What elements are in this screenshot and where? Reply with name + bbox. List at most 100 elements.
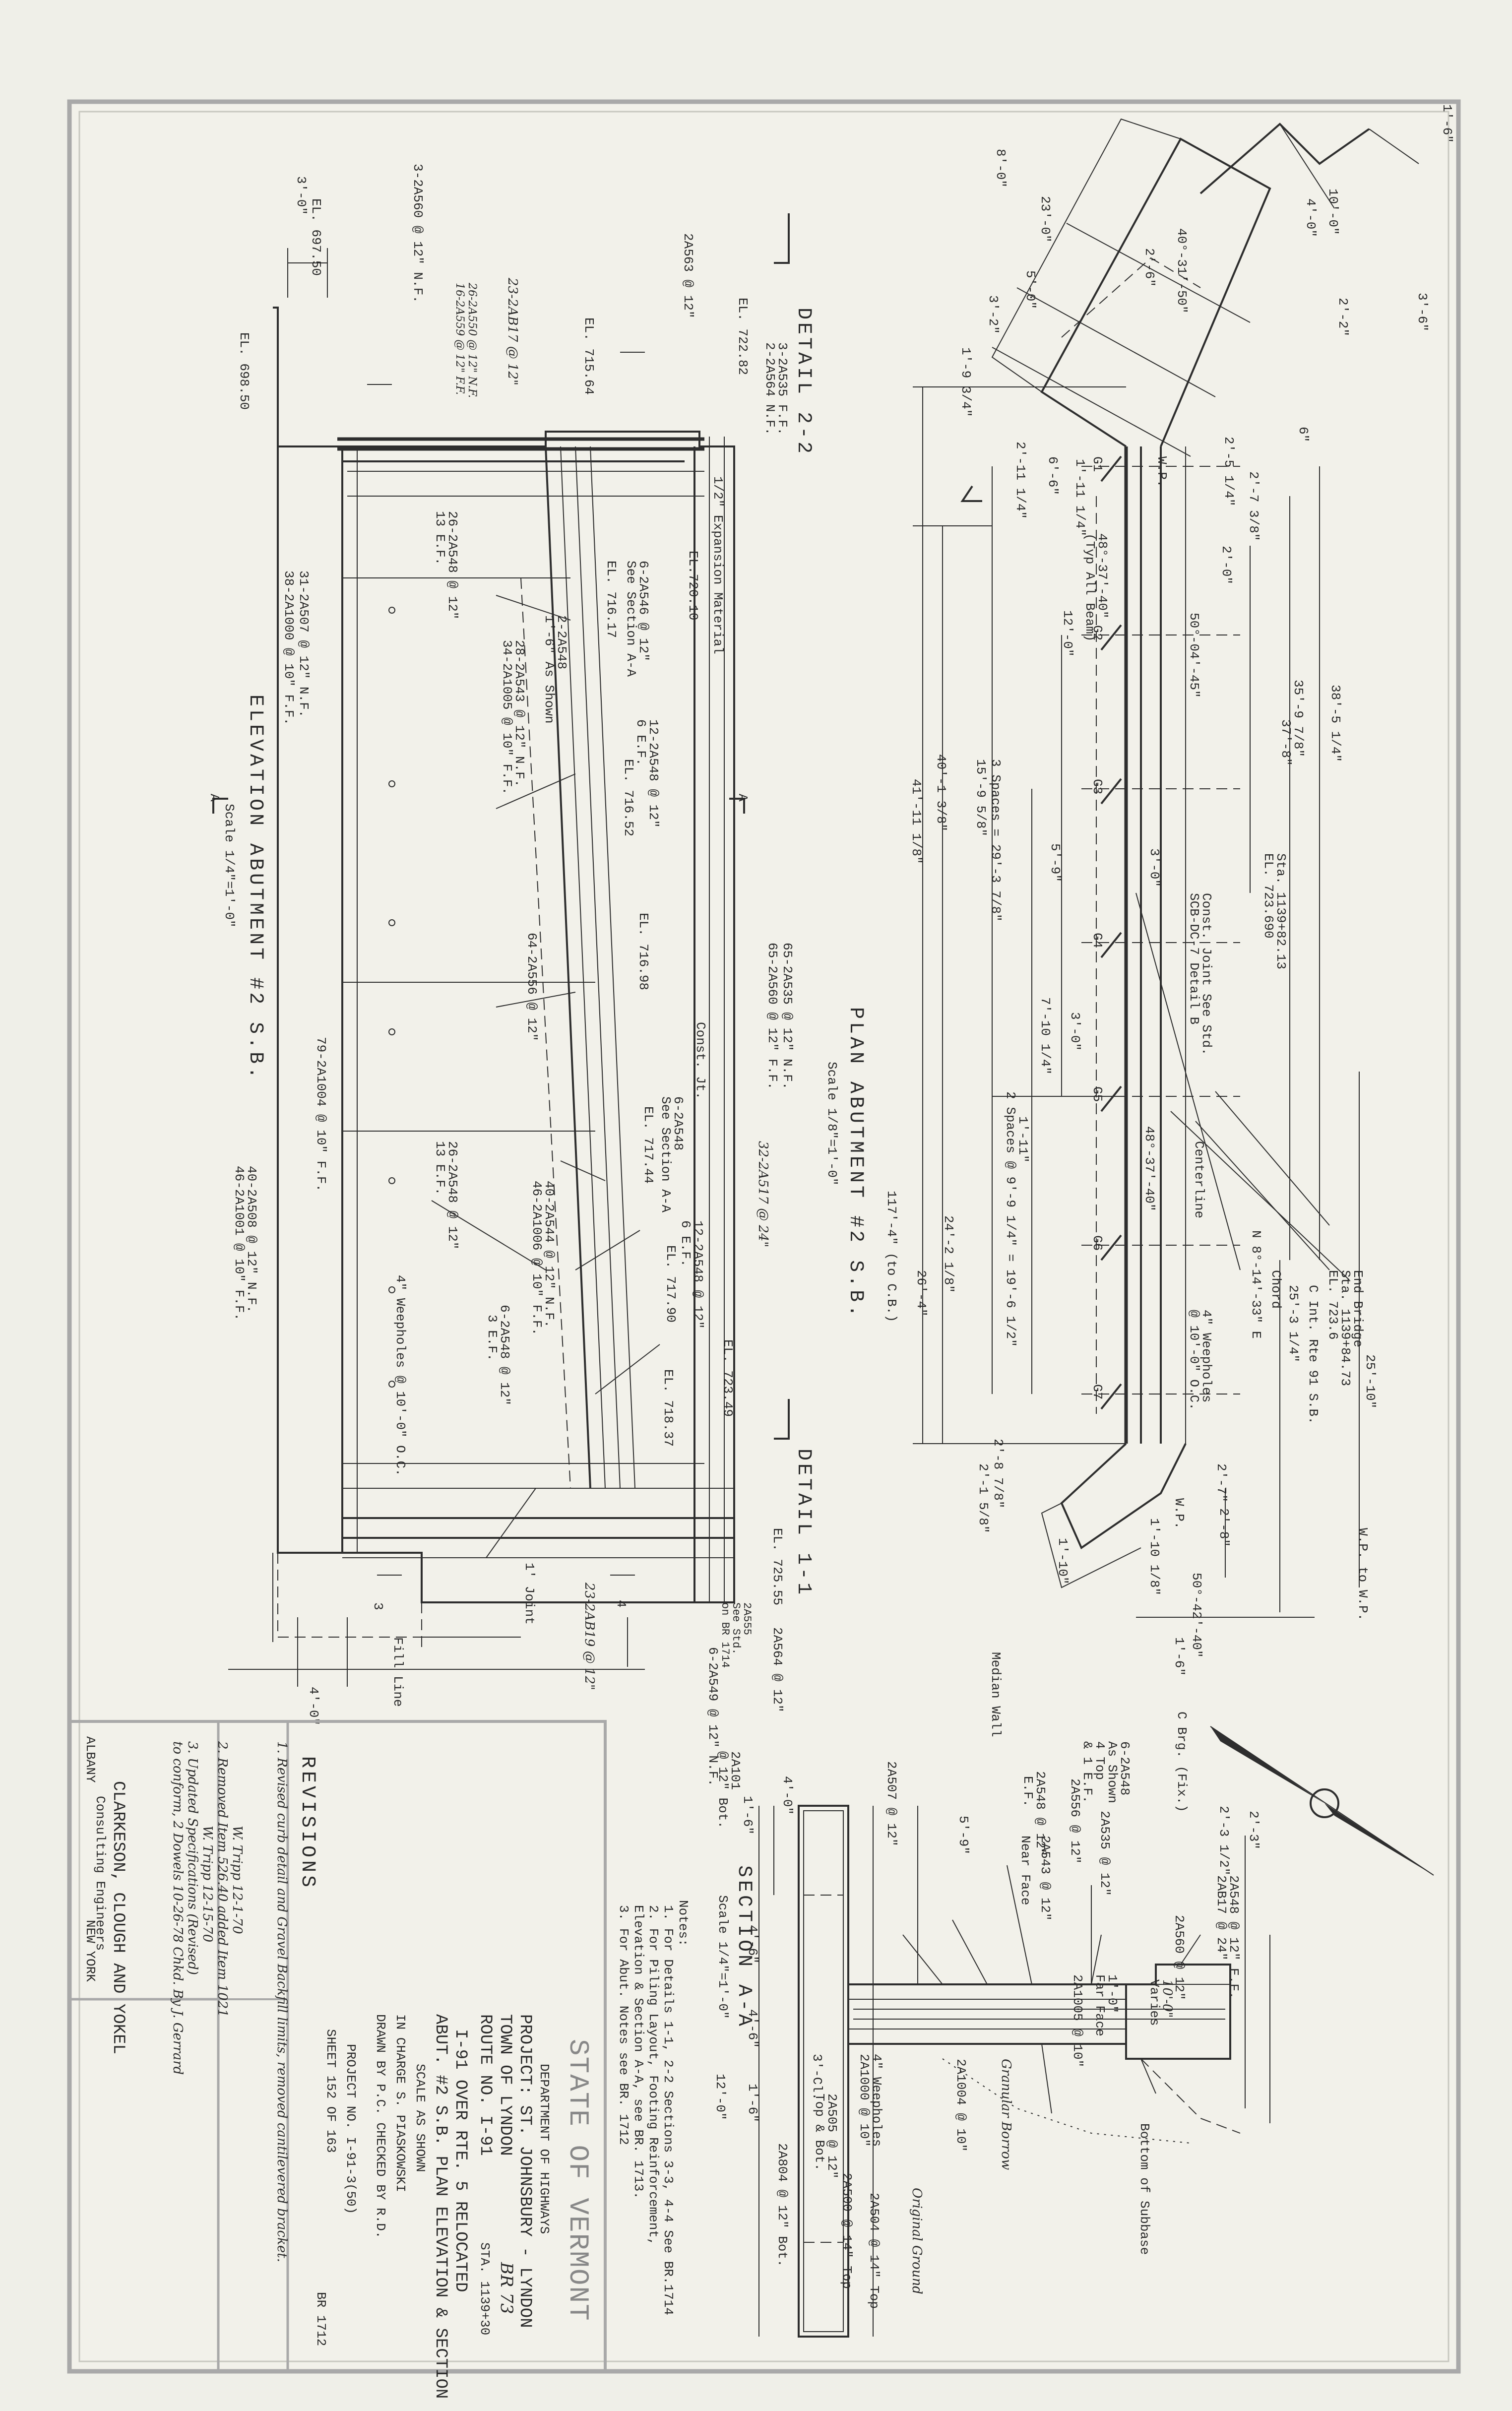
note-item: 1. For Details 1-1, 2-2 Sections 3-3, 4-… xyxy=(661,1905,676,2315)
dim: 4" Weepholes xyxy=(869,2054,884,2147)
dim: 2A1004 @ 10" xyxy=(953,2059,968,2152)
dim: 6-2A548 xyxy=(1117,1741,1132,1795)
dim: 2'-2" xyxy=(1335,298,1350,336)
dim: 2A504 @ 14" Top xyxy=(867,2193,882,2309)
label: 3 xyxy=(371,1602,385,1610)
dim: Median Wall xyxy=(988,1652,1003,1737)
label: 2A563 @ 12" xyxy=(681,233,695,318)
dim: 2A1000 @ 10" xyxy=(857,2054,872,2147)
consultant-city-right: NEW YORK xyxy=(83,1920,98,1982)
label: EL. 697.50 xyxy=(309,198,323,276)
consultant-subtitle: Consulting Engineers xyxy=(93,1796,108,1951)
dim: 1'-0" xyxy=(1105,1974,1120,2013)
plan-scale: Scale 1/8"=1'-0" xyxy=(824,1062,839,1186)
dim: 2 Spaces @ 9'-9 1/4" = 19'-6 1/2" xyxy=(1003,1091,1018,1347)
dim: 3'-Cl. xyxy=(810,2054,824,2100)
dim: 117'-4" (to C.B.) xyxy=(884,1191,899,1322)
label: EL. 698.50 xyxy=(237,332,252,410)
note-item: 2. For Piling Layout, Footing Reinforcem… xyxy=(646,1905,661,2246)
label: See Section A-A xyxy=(658,1096,673,1212)
label: 2A564 @ 12" xyxy=(770,1627,785,1713)
dim: Original Ground xyxy=(909,2188,924,2294)
label: 65-2A560 @ 12" F.F. xyxy=(765,943,780,1089)
dim: 2A101 xyxy=(728,1751,743,1790)
dim: 5'-9" xyxy=(956,1816,971,1854)
dim: 2A560 @ 12" xyxy=(1172,1915,1187,2000)
dim: Bottom of Subbase xyxy=(1137,2123,1152,2255)
consultant-city-left: ALBANY xyxy=(83,1736,98,1783)
dim: 5'-9" xyxy=(1048,843,1063,882)
label: EL.720.10 xyxy=(686,551,700,620)
dim: 8'-0" xyxy=(993,149,1008,188)
route-number: ROUTE NO. I-91 xyxy=(476,2014,495,2156)
label: EL. 716.17 xyxy=(604,561,619,638)
dim: 4" Weepholes xyxy=(1199,1310,1214,1402)
label: EL. 716.52 xyxy=(621,759,636,836)
dim: 50°-42'-40" xyxy=(1189,1573,1204,1658)
dim: 1'-11" xyxy=(1015,1116,1030,1163)
dim: 2'-8" xyxy=(1216,1508,1231,1547)
dim: 3'-2" xyxy=(986,295,1001,334)
girder-label: G3 xyxy=(1090,779,1105,794)
dim: End Bridge xyxy=(1350,1270,1365,1347)
revision-item: W. Tripp 12-15-70 xyxy=(200,1826,215,1942)
dim: 2'-11 1/4" xyxy=(1013,442,1028,519)
label: 32-2A517 @ 24" xyxy=(756,1141,770,1247)
label: EL. 718.37 xyxy=(661,1369,676,1447)
label: 31-2A507 @ 12" N.F. xyxy=(296,571,311,717)
dim: 25'-10" xyxy=(1363,1354,1378,1408)
label: EL. 722.82 xyxy=(735,298,750,375)
dim: 10'-0" xyxy=(1160,1979,1175,2018)
dim: 3 Spaces = 29'-3 7/8" xyxy=(988,759,1003,922)
label: 79-2A1004 @ 10" F.F. xyxy=(314,1037,328,1192)
dim: 2'-1 5/8" xyxy=(976,1463,991,1533)
label: 65-2A535 @ 12" N.F. xyxy=(780,943,795,1089)
revision-item: 2. Removed Item 526.40 added Item 1021 xyxy=(215,1741,230,2017)
in-charge: IN CHARGE S. PIASKOWSKI xyxy=(393,2014,408,2192)
dim: 37'-8" xyxy=(1278,719,1293,766)
dim: 2A543 @ 12" xyxy=(1038,1836,1053,1921)
label: 6-2A548 xyxy=(671,1096,686,1150)
label: EL. 717.44 xyxy=(641,1106,656,1184)
dim: EL. 723.690 xyxy=(1261,853,1276,939)
dim: 15'-9 5/8" xyxy=(973,759,988,836)
dim: 48°-37'-40" xyxy=(1095,533,1110,619)
label: 4'-0" xyxy=(306,1687,321,1725)
dim: 2'-7" xyxy=(1214,1463,1229,1502)
dim: W.P. to W.P. xyxy=(1355,1528,1370,1621)
label: 26-2A550 @ 12" N.F. xyxy=(466,282,478,398)
elevation-drawing xyxy=(212,213,790,1687)
label: 2-2A548 xyxy=(554,615,569,669)
dim: C Int. Rte 91 S.B. xyxy=(1306,1285,1321,1424)
detail-1-1-title: DETAIL 1-1 xyxy=(792,1449,815,1597)
dim: 2'-3" xyxy=(1246,1811,1261,1849)
dim: 1'-6" xyxy=(740,1796,755,1835)
plan-title: PLAN ABUTMENT #2 S.B. xyxy=(844,1007,867,1320)
section-a-mark: A xyxy=(735,794,750,802)
label: 16-2A559 @ 12" F.F. xyxy=(453,283,466,395)
dim: 2'-6" xyxy=(1142,248,1157,287)
dim: 41'-11 1/8" xyxy=(909,779,924,864)
dim: As Shown xyxy=(1105,1741,1120,1803)
label: 1/2" Expansion Material xyxy=(710,476,725,654)
dim: 2A505 @ 12" xyxy=(824,2094,839,2179)
label: 46-2A1001 @ 10" F.F. xyxy=(232,1166,247,1321)
elevation-title: ELEVATION ABUTMENT #2 S.B. xyxy=(244,695,266,1081)
label: 3-2A560 @ 12" N.F. xyxy=(410,164,425,303)
label: 6 E.F. xyxy=(678,1220,693,1267)
label: 23-2AB17 @ 12" xyxy=(505,277,520,385)
dim: 2A507 @ 12" xyxy=(884,1761,899,1846)
label: 64-2A556 @ 12" xyxy=(524,933,539,1041)
dim: 1'-6" xyxy=(1172,1637,1187,1676)
label: EL. 715.64 xyxy=(581,317,596,395)
dim: Const. Joint See Std. xyxy=(1199,893,1214,1056)
label: 6-2A548 @ 12" xyxy=(497,1305,512,1405)
revision-item: 1. Revised curb detail and Gravel Backfi… xyxy=(274,1741,289,2262)
dim: & 1 E.F. xyxy=(1080,1741,1095,1803)
revision-item: W. Tripp 12-1-70 xyxy=(230,1826,245,1934)
girder-label: G6 xyxy=(1090,1235,1105,1251)
dim: 2AB17 @ 24" xyxy=(1214,1875,1229,1961)
section-aa-drawing xyxy=(758,1805,1270,2338)
scale-note: SCALE AS SHOWN xyxy=(413,2064,428,2172)
